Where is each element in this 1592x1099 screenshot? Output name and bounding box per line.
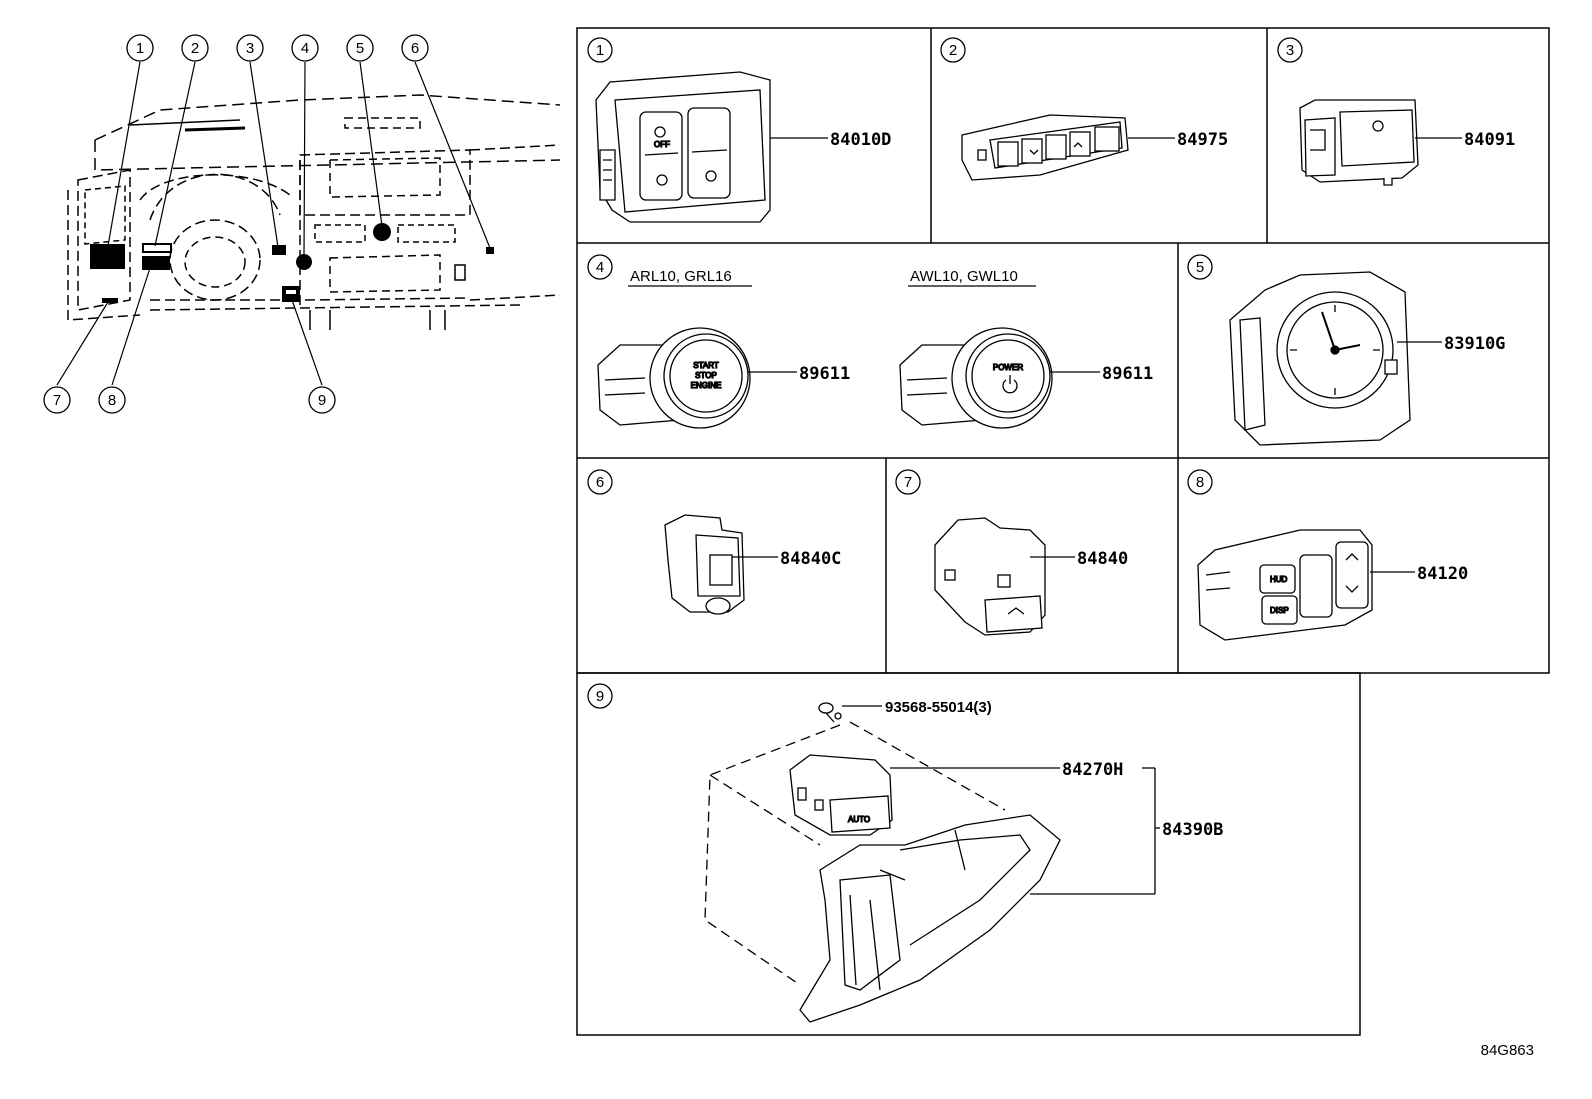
part-84010d: 84010D xyxy=(830,130,891,150)
panel-9-number: 9 xyxy=(587,683,613,709)
switch-84840c-drawing xyxy=(664,514,745,615)
part-84840: 84840 xyxy=(1077,549,1128,569)
part-89611-a: 89611 xyxy=(799,364,850,384)
overview-leaders xyxy=(56,61,491,386)
callout-1: 1 xyxy=(126,34,154,62)
switch-84091-drawing xyxy=(1299,99,1419,186)
part-84270h: 84270H xyxy=(1062,760,1123,780)
svg-text:ENGINE: ENGINE xyxy=(691,381,722,390)
switch-84840-drawing xyxy=(934,517,1046,636)
callout-6: 6 xyxy=(401,34,429,62)
panel-1-number: 1 xyxy=(587,37,613,63)
svg-text:7: 7 xyxy=(53,392,61,409)
start-stop-switch-drawing: START STOP ENGINE xyxy=(597,327,751,429)
caption-arl10-grl16: ARL10, GRL16 xyxy=(630,268,732,285)
svg-text:5: 5 xyxy=(356,40,364,57)
svg-text:7: 7 xyxy=(904,474,912,491)
svg-text:5: 5 xyxy=(1196,259,1204,276)
svg-text:8: 8 xyxy=(1196,474,1204,491)
svg-text:1: 1 xyxy=(136,40,144,57)
part-93568-55014: 93568-55014(3) xyxy=(885,699,992,716)
callout-4: 4 xyxy=(291,34,319,62)
svg-text:POWER: POWER xyxy=(993,363,1023,372)
panel-numbers: 1 2 3 4 5 6 7 8 9 xyxy=(587,37,1303,709)
svg-text:DISP: DISP xyxy=(1270,606,1289,615)
callout-7: 7 xyxy=(43,386,71,414)
svg-text:OFF: OFF xyxy=(654,140,670,149)
svg-text:AUTO: AUTO xyxy=(848,815,870,824)
svg-text:STOP: STOP xyxy=(695,371,717,380)
dashboard-overview xyxy=(67,94,561,330)
part-84120: 84120 xyxy=(1417,564,1468,584)
svg-text:3: 3 xyxy=(246,40,254,57)
svg-text:2: 2 xyxy=(949,42,957,59)
panel-grid xyxy=(576,27,1550,1036)
panel-5-number: 5 xyxy=(1187,254,1213,280)
switch-84975-drawing xyxy=(961,114,1129,181)
svg-text:8: 8 xyxy=(108,392,116,409)
panel-3-number: 3 xyxy=(1277,37,1303,63)
svg-text:2: 2 xyxy=(191,40,199,57)
part-83910g: 83910G xyxy=(1444,334,1505,354)
svg-text:START: START xyxy=(693,361,719,370)
caption-awl10-gwl10: AWL10, GWL10 xyxy=(910,268,1018,285)
part-84091: 84091 xyxy=(1464,130,1515,150)
svg-text:3: 3 xyxy=(1286,42,1294,59)
svg-text:1: 1 xyxy=(596,42,604,59)
callout-8: 8 xyxy=(98,386,126,414)
svg-text:6: 6 xyxy=(596,474,604,491)
svg-text:6: 6 xyxy=(411,40,419,57)
panel-6-number: 6 xyxy=(587,469,613,495)
callout-3: 3 xyxy=(236,34,264,62)
lower-panel-84390b-drawing xyxy=(799,814,1061,1023)
svg-text:HUD: HUD xyxy=(1270,575,1288,584)
switch-84120-drawing: HUD DISP xyxy=(1197,529,1373,641)
part-84390b: 84390B xyxy=(1162,820,1223,840)
callout-2: 2 xyxy=(181,34,209,62)
panel-9-leaders xyxy=(890,767,1160,895)
overview-callouts: 1 2 3 4 5 6 7 8 9 xyxy=(43,34,429,414)
callout-9: 9 xyxy=(308,386,336,414)
panel-8-number: 8 xyxy=(1187,469,1213,495)
panel-4-number: 4 xyxy=(587,254,613,280)
switch-84010d-drawing: OFF xyxy=(595,71,771,223)
svg-text:9: 9 xyxy=(596,688,604,705)
panel-7-number: 7 xyxy=(895,469,921,495)
panel-2-number: 2 xyxy=(940,37,966,63)
power-switch-drawing: POWER xyxy=(899,327,1053,429)
svg-text:4: 4 xyxy=(301,40,309,57)
part-89611-b: 89611 xyxy=(1102,364,1153,384)
switch-84270h-drawing: AUTO xyxy=(789,754,893,836)
screw-drawing xyxy=(818,702,842,723)
switch-locations xyxy=(90,223,494,303)
part-84975: 84975 xyxy=(1177,130,1228,150)
svg-text:9: 9 xyxy=(318,392,326,409)
svg-text:4: 4 xyxy=(596,259,604,276)
assembly-dashed-lines xyxy=(704,721,1006,986)
clock-83910g-drawing xyxy=(1229,271,1411,446)
part-84840c: 84840C xyxy=(780,549,841,569)
figure-reference: 84G863 xyxy=(1481,1042,1534,1059)
callout-5: 5 xyxy=(346,34,374,62)
